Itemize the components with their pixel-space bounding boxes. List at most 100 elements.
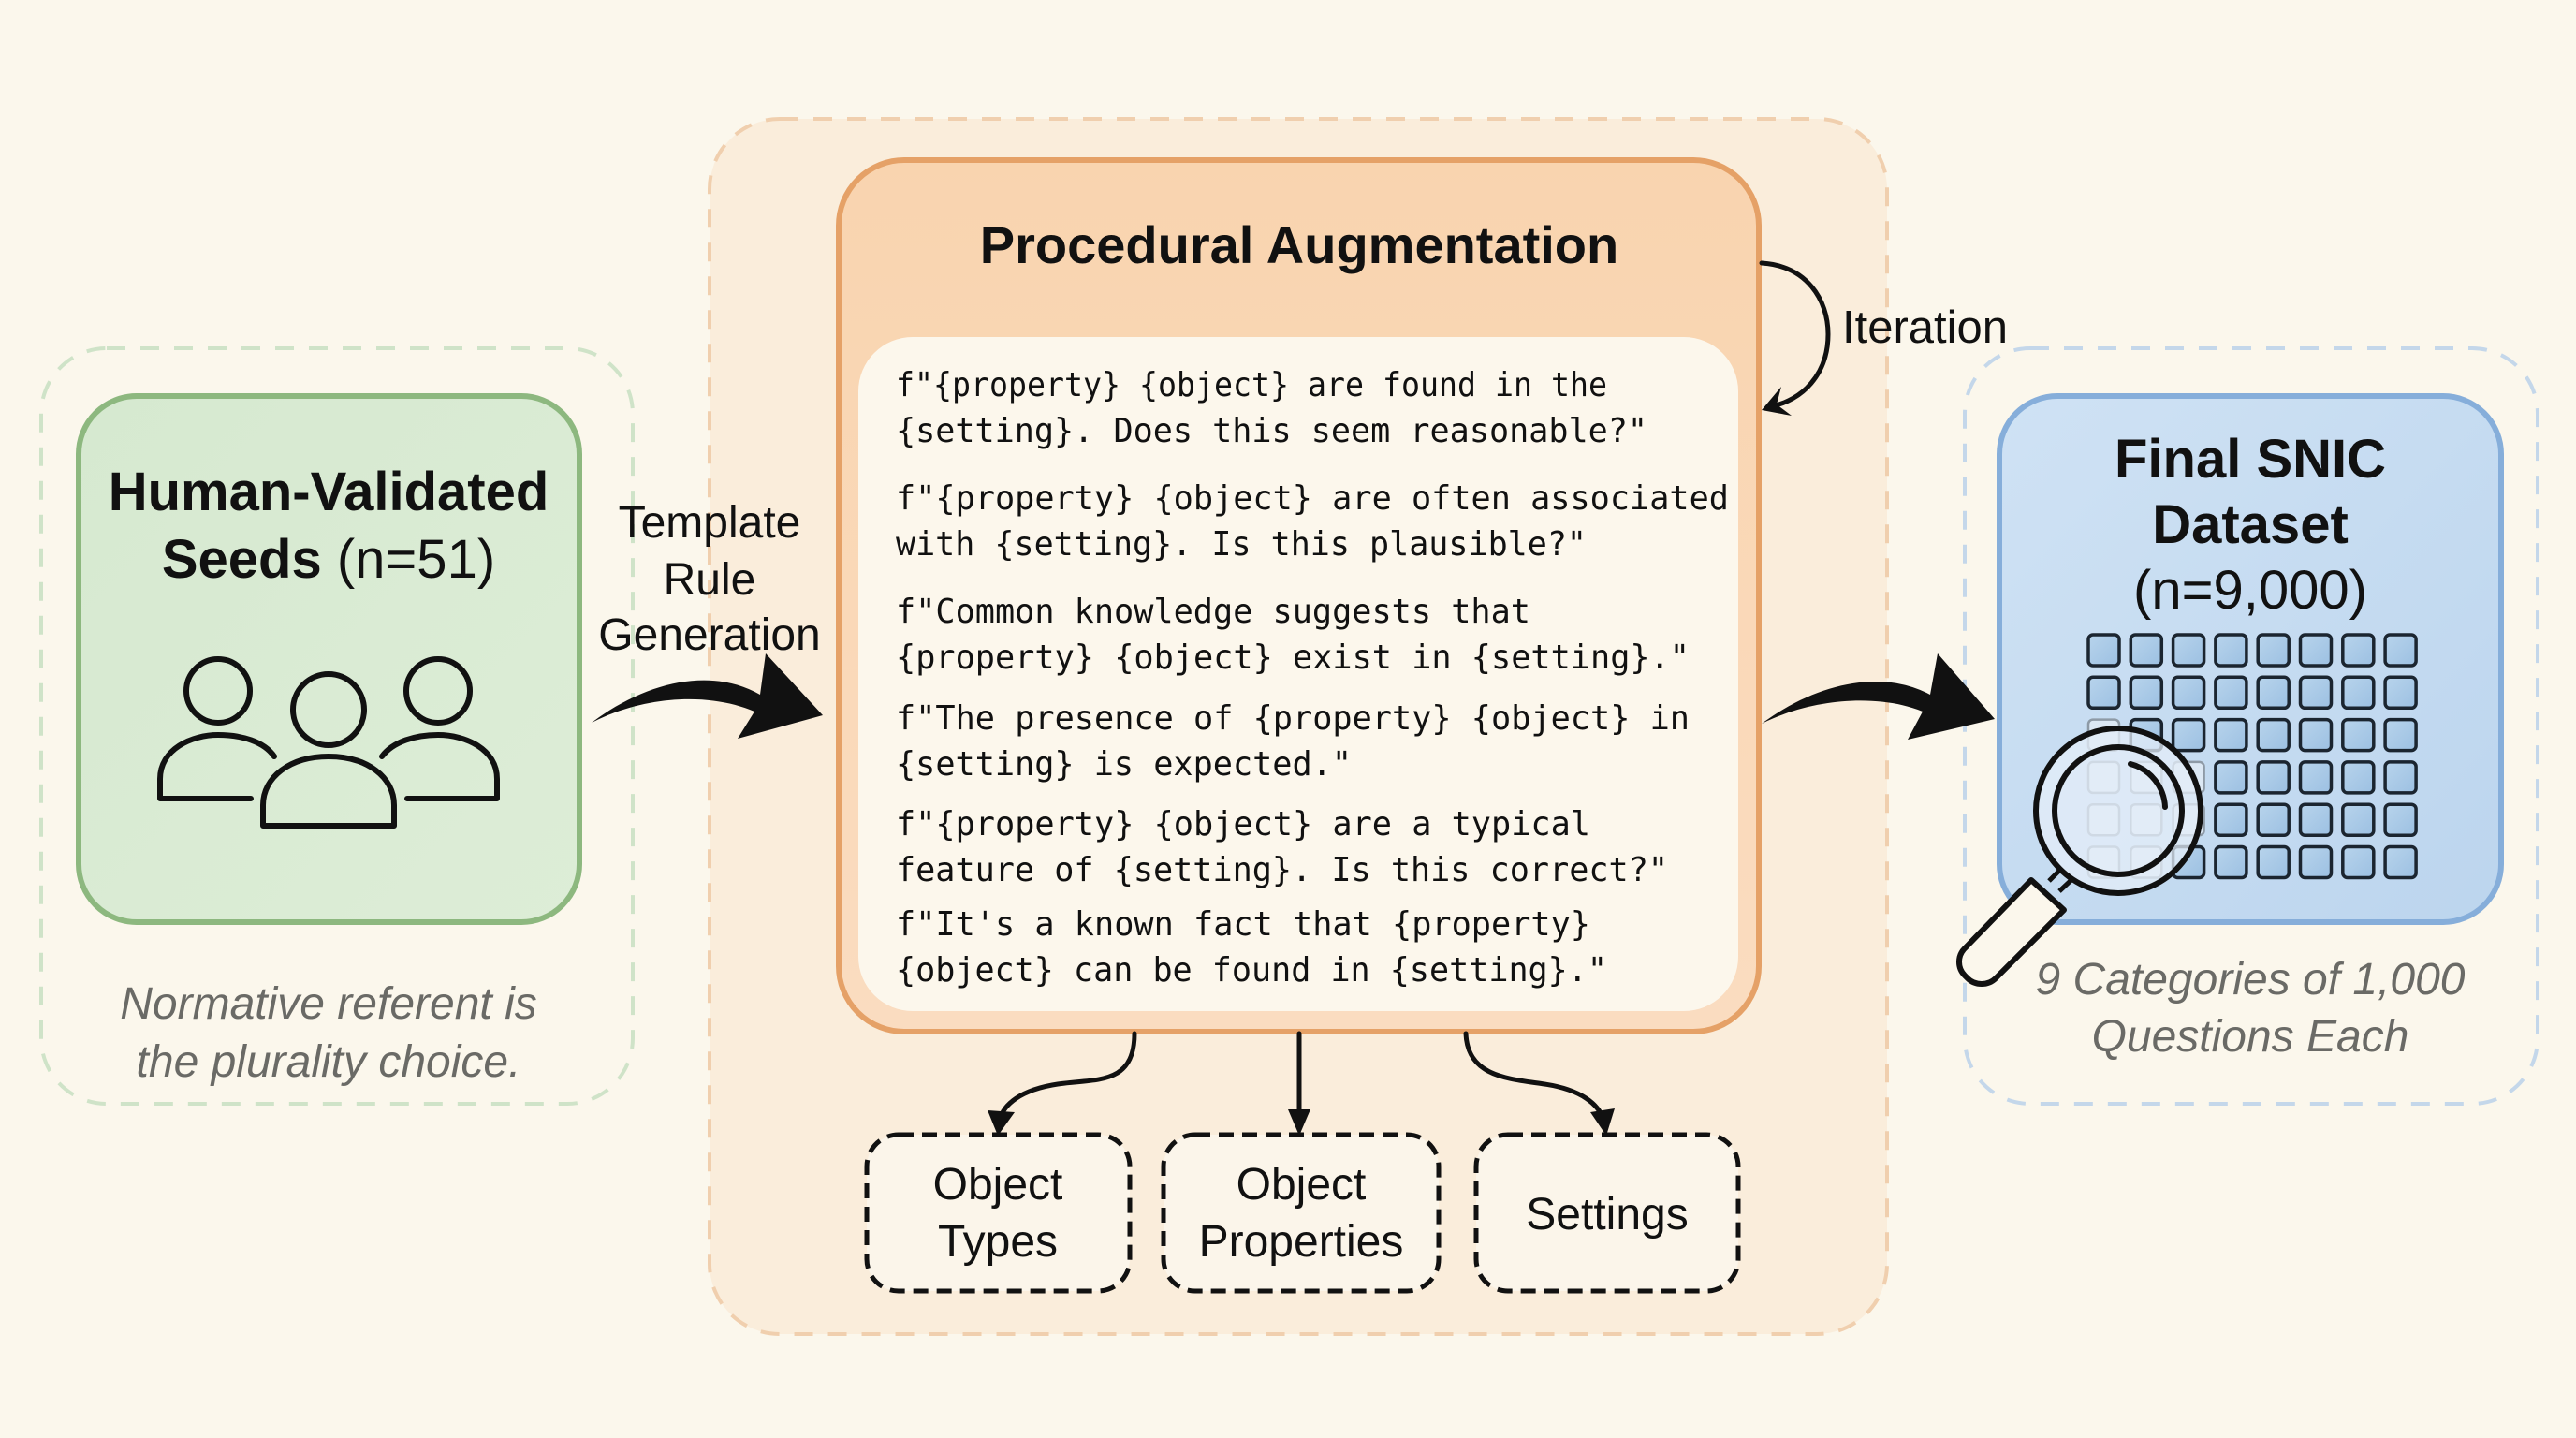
- template-rule-generation-label: Template Rule Generation: [598, 498, 821, 660]
- magnifier-inner-ring: [2052, 744, 2185, 877]
- magnifier-lens-glass: [2036, 728, 2201, 893]
- dataset-grid-cell: [2298, 760, 2334, 795]
- seeds-title-line1: Human-Validated: [109, 462, 549, 522]
- component-object-types: Object Types: [864, 1132, 1133, 1294]
- template-1-line1: f"{property} {object} are found in the: [896, 366, 1607, 404]
- object-types-box: [864, 1132, 1133, 1294]
- settings-box: [1473, 1132, 1741, 1294]
- person-center-body: [260, 754, 397, 829]
- seeds-caption-line2: the plurality choice.: [137, 1037, 521, 1087]
- iteration-arrowhead: [1762, 387, 1792, 416]
- seeds-title-line2: Seeds (n=51): [162, 529, 495, 590]
- dataset-grid-cell: [2341, 844, 2376, 880]
- object-types-line1: Object: [933, 1160, 1063, 1210]
- dataset-grid-cell: [2341, 675, 2376, 711]
- connector-settings: [1463, 1031, 1606, 1123]
- template-6-line2: {object} can be found in {setting}.": [896, 951, 1607, 990]
- dataset-grid-cell: [2129, 675, 2164, 711]
- dataset-grid-cell: [2214, 802, 2248, 837]
- seeds-title-bold: Seeds: [162, 529, 322, 590]
- dataset-grid-cell: [2298, 633, 2334, 668]
- person-left-head: [183, 656, 253, 726]
- dataset-grid-cell: [2341, 760, 2376, 795]
- template-code-panel: [858, 337, 1738, 1011]
- template-5-line1: f"{property} {object} are a typical: [896, 805, 1590, 844]
- person-right-head: [403, 656, 473, 726]
- dataset-grid-cell: [2298, 717, 2334, 753]
- dataset-grid-cell: [2298, 802, 2334, 837]
- template-5-line2: feature of {setting}. Is this correct?": [896, 851, 1668, 889]
- dataset-grid-cell: [2341, 802, 2376, 837]
- object-properties-line2: Properties: [1199, 1217, 1404, 1267]
- magnifier-outer-ring: [2033, 726, 2203, 896]
- dataset-grid-cell: [2383, 717, 2418, 753]
- dataset-grid-cell: [2341, 717, 2376, 753]
- dataset-grid-cell: [2256, 633, 2291, 668]
- seeds-box: [76, 393, 582, 925]
- dataset-grid-cell: [2341, 633, 2376, 668]
- dataset-grid-cell: [2086, 633, 2121, 668]
- object-properties-box: [1161, 1132, 1442, 1294]
- template-6-line1: f"It's a known fact that {property}: [896, 905, 1590, 944]
- object-properties-line1: Object: [1237, 1160, 1367, 1210]
- dataset-grid-cell: [2383, 633, 2418, 668]
- arrow-augmentation-to-dataset: [1762, 653, 1995, 740]
- dataset-grid-cell: [2383, 802, 2418, 837]
- arrowhead-object-properties: [1288, 1109, 1310, 1136]
- dataset-grid-cell: [2256, 760, 2291, 795]
- template-2-line2: with {setting}. Is this plausible?": [896, 525, 1587, 564]
- seeds-section: Human-Validated Seeds (n=51) Normative r…: [39, 346, 635, 1106]
- seeds-frame: [39, 346, 635, 1106]
- dataset-grid-cell: [2256, 717, 2291, 753]
- dataset-grid-cell: [2298, 675, 2334, 711]
- dataset-count: (n=9,000): [2133, 560, 2367, 621]
- dataset-grid-cell: [2214, 844, 2248, 880]
- dataset-grid-cell: [2171, 633, 2206, 668]
- template-1-line2: {setting}. Does this seem reasonable?": [896, 412, 1647, 450]
- seeds-count: (n=51): [322, 529, 495, 590]
- augmentation-title: Procedural Augmentation: [980, 215, 1618, 274]
- component-settings: Settings: [1473, 1132, 1741, 1294]
- dataset-grid-cell: [2256, 675, 2291, 711]
- dataset-grid-cell: [2383, 675, 2418, 711]
- person-left-body: [157, 732, 277, 801]
- connector-arrowheads: [988, 1108, 1615, 1136]
- edge-label-line2: Rule: [664, 555, 756, 605]
- seeds-caption-line1: Normative referent is: [120, 979, 536, 1029]
- dataset-caption-line1: 9 Categories of 1,000: [2036, 955, 2466, 1005]
- magnifier-neck: [2047, 866, 2075, 893]
- dataset-title-line2: Dataset: [2152, 494, 2349, 555]
- dataset-grid-cell: [2214, 633, 2248, 668]
- edge-label-line3: Generation: [598, 610, 821, 660]
- template-4-line1: f"The presence of {property} {object} in: [896, 699, 1690, 738]
- dataset-title-line1: Final SNIC: [2115, 429, 2386, 490]
- arrowhead-settings: [1590, 1108, 1615, 1136]
- magnifier-glint: [2128, 761, 2168, 810]
- component-connectors: [997, 1031, 1606, 1123]
- dataset-grid-cell: [2214, 717, 2248, 753]
- object-types-line2: Types: [938, 1217, 1058, 1267]
- iteration-label: Iteration: [1842, 302, 2008, 353]
- dataset-grid-cell: [2171, 717, 2206, 753]
- dataset-grid-cell: [2129, 633, 2164, 668]
- person-center-head: [290, 671, 367, 748]
- settings-label: Settings: [1526, 1190, 1688, 1240]
- dataset-grid-cell: [2086, 675, 2121, 711]
- component-object-properties: Object Properties: [1161, 1132, 1442, 1294]
- person-right-body: [379, 732, 500, 801]
- dataset-grid-cell: [2383, 760, 2418, 795]
- connector-object-types: [997, 1031, 1137, 1123]
- dataset-grid-cell: [2298, 844, 2334, 880]
- template-4-line2: {setting} is expected.": [896, 745, 1352, 784]
- dataset-grid-cell: [2383, 844, 2418, 880]
- iteration-arrow-icon: [1759, 260, 1831, 409]
- dataset-grid-cell: [2214, 760, 2248, 795]
- arrowhead-object-types: [988, 1110, 1015, 1136]
- template-3-line2: {property} {object} exist in {setting}.": [896, 638, 1690, 677]
- people-group-icon: [157, 656, 500, 829]
- magnifier-icon: [1956, 726, 2203, 987]
- dataset-section: Final SNIC Dataset (n=9,000) 9 Categorie…: [1762, 346, 2539, 1106]
- edge-label-line1: Template: [619, 498, 801, 548]
- augmentation-section: Template Rule Generation Procedural Augm…: [592, 117, 2008, 1336]
